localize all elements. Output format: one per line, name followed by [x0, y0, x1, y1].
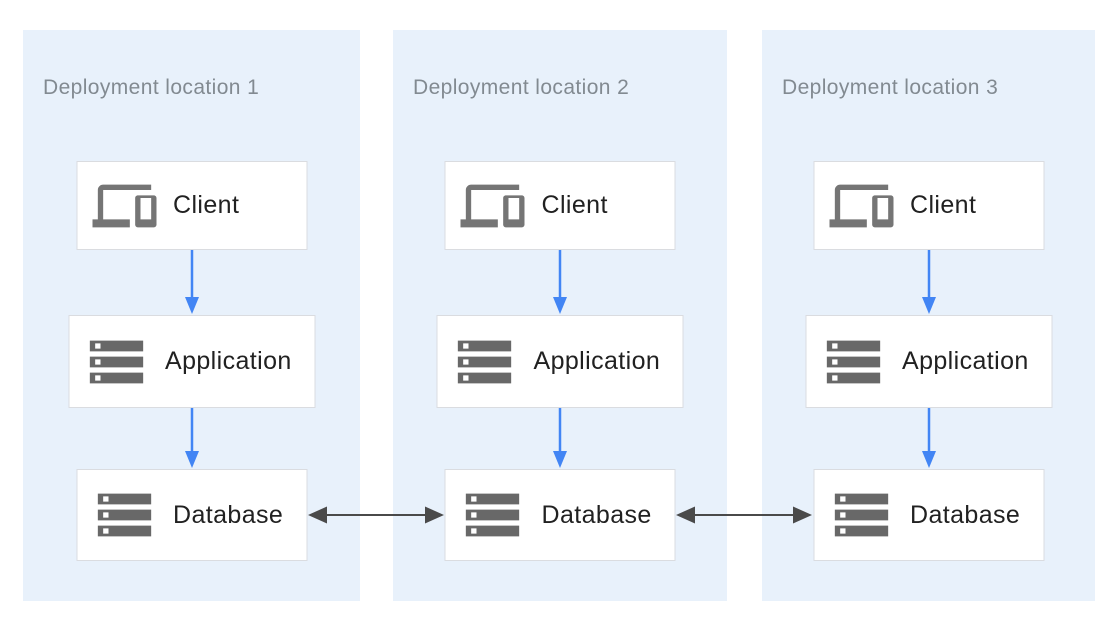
- deployment-location-1-panel: Deployment location 1 Client Application…: [23, 30, 360, 601]
- devices-icon: [829, 184, 893, 227]
- storage-icon: [89, 340, 143, 383]
- client-node: Client: [76, 161, 307, 250]
- devices-icon: [92, 184, 156, 227]
- deployment-location-2-panel: Deployment location 2 Client Application…: [393, 30, 727, 601]
- devices-icon: [460, 184, 525, 227]
- node-label: Database: [173, 500, 284, 529]
- deployment-location-3-panel: Deployment location 3 Client Application…: [762, 30, 1095, 601]
- node-label: Application: [902, 347, 1029, 375]
- panel-title: Deployment location 3: [782, 76, 999, 99]
- panel-title: Deployment location 2: [413, 76, 630, 99]
- storage-icon: [834, 493, 888, 537]
- arrow-down-icon: [183, 408, 201, 469]
- storage-icon: [457, 340, 512, 383]
- client-node: Client: [444, 161, 676, 250]
- storage-icon: [826, 340, 880, 383]
- node-label: Application: [533, 347, 661, 375]
- node-label: Client: [541, 191, 608, 219]
- double-arrow-icon: [307, 505, 445, 525]
- database-node: Database: [76, 469, 307, 561]
- node-label: Database: [541, 500, 652, 529]
- database-node: Database: [444, 469, 676, 561]
- arrow-down-icon: [551, 408, 569, 469]
- arrow-down-icon: [551, 250, 569, 315]
- arrow-down-icon: [183, 250, 201, 315]
- node-label: Database: [910, 500, 1021, 529]
- application-node: Application: [68, 315, 315, 408]
- arrow-down-icon: [920, 250, 938, 315]
- application-node: Application: [436, 315, 684, 408]
- panel-title: Deployment location 1: [43, 76, 260, 99]
- storage-icon: [97, 493, 151, 537]
- node-label: Client: [173, 191, 240, 219]
- arrow-down-icon: [920, 408, 938, 469]
- node-label: Application: [165, 347, 292, 375]
- node-label: Client: [910, 191, 977, 219]
- storage-icon: [465, 493, 520, 537]
- client-node: Client: [813, 161, 1044, 250]
- database-node: Database: [813, 469, 1044, 561]
- application-node: Application: [805, 315, 1052, 408]
- double-arrow-icon: [675, 505, 813, 525]
